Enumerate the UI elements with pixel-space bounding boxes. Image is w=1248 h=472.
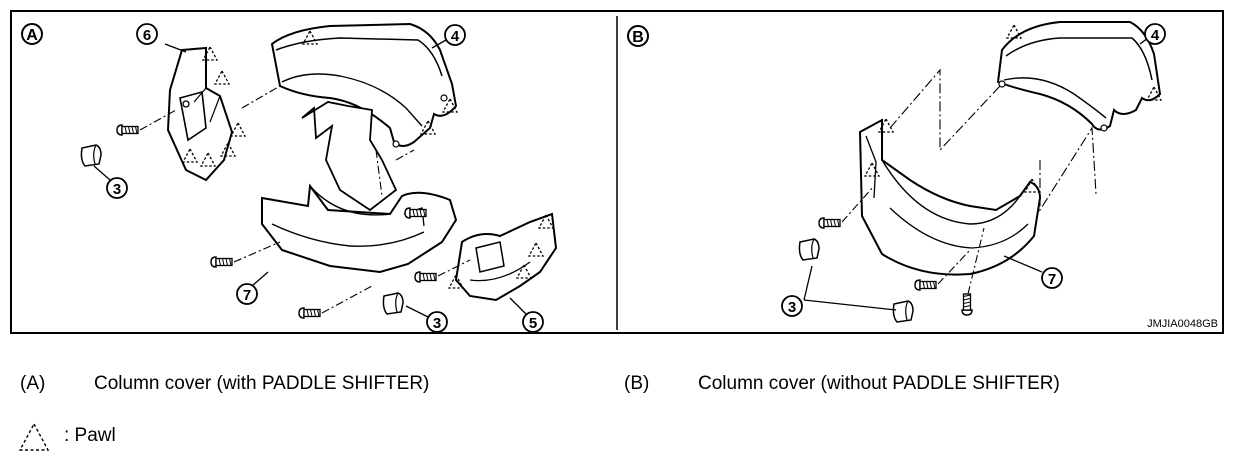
- legend-text-b-row: Column cover (without PADDLE SHIFTER): [698, 373, 1060, 395]
- legend-row-b: (B): [624, 373, 649, 395]
- part-4-upper-cover: [270, 22, 458, 148]
- part-6-bracket: [166, 46, 246, 182]
- panel-b-label: B: [632, 29, 644, 46]
- legend-row-a: (A): [20, 373, 45, 395]
- diagram-svg: A 6 3: [10, 10, 1224, 334]
- pawl-legend-text: : Pawl: [64, 425, 116, 446]
- callout-4-b-label: 4: [1151, 27, 1160, 44]
- panel-b: B 4 7: [627, 21, 1218, 330]
- legend-key-a: (A): [20, 373, 46, 394]
- leader-6: [164, 43, 187, 53]
- panel-b-badge: [627, 25, 649, 47]
- clip-icon: [80, 144, 102, 167]
- callout-4-b: [1144, 23, 1166, 45]
- callout-4-a: [444, 24, 466, 46]
- callout-6: [136, 23, 158, 45]
- callout-7-a-label: 7: [243, 287, 251, 304]
- callout-7-b-label: 7: [1048, 271, 1056, 288]
- panel-a: A 6 3: [21, 22, 558, 333]
- callout-3-b-label: 3: [788, 299, 796, 316]
- callout-6-label: 6: [143, 27, 151, 44]
- dashed-triangle-icon: [18, 422, 50, 451]
- callout-3-b: [781, 295, 803, 317]
- legend-text-a-row: Column cover (with PADDLE SHIFTER): [94, 373, 429, 395]
- part-5-bracket: [448, 212, 558, 302]
- part-4-upper-cover-b: [996, 21, 1162, 132]
- part-7-lower-cover: [261, 101, 458, 274]
- legend-text-a: Column cover (with PADDLE SHIFTER): [94, 373, 430, 394]
- panel-a-label: A: [26, 27, 38, 44]
- callout-3-a-left: [106, 177, 128, 199]
- callout-3-a-left-label: 3: [113, 181, 121, 198]
- screw-icon: [116, 124, 139, 136]
- callout-5-a: [522, 311, 544, 333]
- part-7-lower-cover-b: [858, 118, 1042, 276]
- legend-text-b: Column cover (without PADDLE SHIFTER): [698, 373, 1060, 394]
- diagram-code: JMJIA0048GB: [1147, 318, 1218, 330]
- callout-7-a: [236, 283, 258, 305]
- callout-5-a-label: 5: [529, 315, 537, 332]
- callout-3-a-right: [426, 311, 448, 333]
- column-cover-diagram: A 6 3: [10, 10, 1224, 334]
- legend-key-b: (B): [624, 373, 650, 394]
- callout-7-b: [1041, 267, 1063, 289]
- callout-4-a-label: 4: [451, 28, 460, 45]
- panel-a-badge: [21, 23, 43, 45]
- callout-3-a-right-label: 3: [433, 315, 441, 332]
